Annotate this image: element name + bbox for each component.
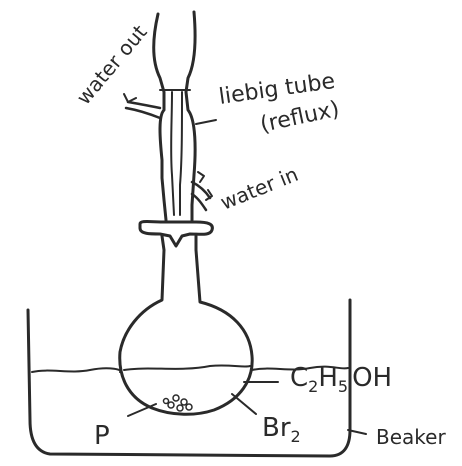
bromine-label: Br2 [262, 413, 301, 446]
round-bottom-flask [120, 236, 252, 414]
water-out-label: water out [71, 20, 151, 109]
ground-glass-joint [140, 222, 212, 247]
phosphorus-particles [164, 395, 193, 411]
water-in-label: water in [217, 162, 302, 215]
liebig-condenser [154, 12, 195, 220]
phosphorus-label: P [94, 421, 110, 451]
beaker-label: Beaker [376, 425, 446, 449]
water-out-arm [124, 94, 160, 118]
